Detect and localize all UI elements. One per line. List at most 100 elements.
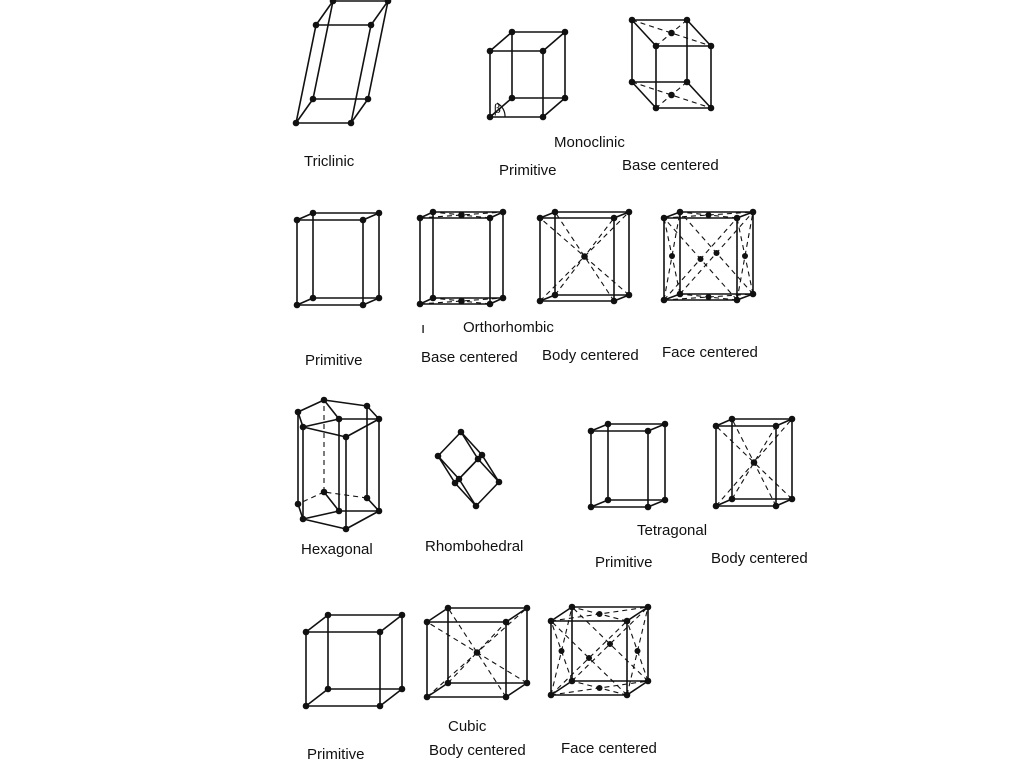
corner-atom bbox=[363, 402, 371, 410]
face-center-atom bbox=[596, 611, 603, 617]
label-orthorhombic-primitive: Primitive bbox=[305, 352, 363, 369]
corner-atom bbox=[293, 216, 301, 224]
corner-atom bbox=[587, 503, 595, 511]
corner-atom bbox=[398, 685, 406, 693]
corner-atom bbox=[478, 451, 486, 459]
corner-atom bbox=[384, 0, 392, 5]
corner-atom bbox=[788, 415, 796, 423]
corner-atom bbox=[652, 42, 660, 50]
face-diagonal bbox=[631, 81, 712, 109]
cell-edge bbox=[437, 455, 460, 480]
corner-atom bbox=[309, 294, 317, 302]
beta-angle-arc bbox=[496, 102, 506, 118]
lattice-cell-mono_base bbox=[628, 16, 715, 112]
corner-atom bbox=[359, 216, 367, 224]
corner-atom bbox=[610, 297, 618, 305]
corner-atom bbox=[676, 290, 684, 298]
corner-atom bbox=[302, 628, 310, 636]
base-center-atom bbox=[458, 297, 465, 305]
face-diagonal bbox=[419, 211, 504, 219]
corner-atom bbox=[299, 515, 307, 523]
corner-atom bbox=[363, 494, 371, 502]
corner-atom bbox=[772, 502, 780, 510]
corner-atom bbox=[398, 611, 406, 619]
cell-edge bbox=[379, 614, 403, 633]
hex-spoke bbox=[302, 510, 340, 520]
cell-edge bbox=[631, 19, 657, 47]
group-label-cubic: Cubic bbox=[448, 718, 487, 735]
label-hexagonal: Hexagonal bbox=[301, 541, 373, 558]
face-diagonal bbox=[736, 211, 754, 301]
corner-atom bbox=[547, 691, 555, 699]
corner-atom bbox=[712, 502, 720, 510]
hex-edge bbox=[323, 491, 368, 499]
lattice-cell-cubic_body bbox=[423, 604, 531, 701]
corner-atom bbox=[660, 296, 668, 304]
cell-edge bbox=[367, 0, 389, 100]
corner-atom bbox=[707, 42, 715, 50]
face-center-atom bbox=[697, 256, 704, 262]
lattice-cell-tetra_primitive bbox=[587, 420, 669, 511]
corner-atom bbox=[472, 502, 480, 510]
lattice-cell-tetra_body bbox=[712, 415, 796, 510]
corner-atom bbox=[644, 427, 652, 435]
corner-atom bbox=[712, 422, 720, 430]
label-monoclinic-primitive: Primitive bbox=[499, 162, 557, 179]
cell-edge bbox=[305, 688, 329, 707]
corner-atom bbox=[610, 214, 618, 222]
corner-atom bbox=[444, 679, 452, 687]
corner-atom bbox=[661, 420, 669, 428]
cell-edge bbox=[426, 607, 449, 623]
corner-atom bbox=[375, 209, 383, 217]
corner-atom bbox=[604, 496, 612, 504]
cell-edge bbox=[631, 81, 657, 109]
corner-atom bbox=[502, 618, 510, 626]
cell-edge bbox=[437, 431, 462, 457]
cell-edge bbox=[489, 31, 513, 52]
corner-atom bbox=[359, 301, 367, 309]
corner-atom bbox=[536, 297, 544, 305]
label-monoclinic-base-centered: Base centered bbox=[622, 157, 719, 174]
corner-atom bbox=[683, 78, 691, 86]
label-cubic-body-centered: Body centered bbox=[429, 742, 526, 759]
corner-atom bbox=[568, 677, 576, 685]
corner-atom bbox=[661, 496, 669, 504]
corner-atom bbox=[375, 294, 383, 302]
corner-atom bbox=[486, 214, 494, 222]
corner-atom bbox=[309, 95, 317, 103]
corner-atom bbox=[416, 300, 424, 308]
corner-atom bbox=[625, 291, 633, 299]
cell-edge bbox=[295, 24, 317, 124]
corner-atom bbox=[508, 94, 516, 102]
corner-atom bbox=[375, 507, 383, 515]
base-center-atom bbox=[668, 29, 675, 37]
cell-edge bbox=[489, 97, 513, 118]
corner-atom bbox=[312, 21, 320, 29]
cell-edge bbox=[370, 0, 389, 26]
cell-edge bbox=[550, 680, 573, 696]
corner-atom bbox=[539, 113, 547, 121]
label-tetragonal-primitive: Primitive bbox=[595, 554, 653, 571]
label-orthorhombic-body-centered: Body centered bbox=[542, 347, 639, 364]
body-center-atom bbox=[750, 459, 758, 466]
corner-atom bbox=[547, 617, 555, 625]
label-cubic-face-centered: Face centered bbox=[561, 740, 657, 757]
cell-edge bbox=[350, 98, 369, 124]
face-diagonal bbox=[631, 19, 712, 47]
body-center-atom bbox=[581, 253, 588, 260]
corner-atom bbox=[347, 119, 355, 127]
face-diagonal bbox=[663, 211, 681, 301]
group-label-orthorhombic: Orthorhombic bbox=[463, 319, 554, 336]
body-diagonal bbox=[539, 211, 630, 302]
corner-atom bbox=[561, 94, 569, 102]
corner-atom bbox=[486, 47, 494, 55]
corner-atom bbox=[728, 495, 736, 503]
face-center-atom bbox=[705, 212, 712, 218]
label-orthorhombic-base-centered: Base centered bbox=[421, 349, 518, 366]
hex-edge bbox=[302, 518, 347, 530]
corner-atom bbox=[423, 618, 431, 626]
corner-atom bbox=[551, 291, 559, 299]
corner-atom bbox=[604, 420, 612, 428]
